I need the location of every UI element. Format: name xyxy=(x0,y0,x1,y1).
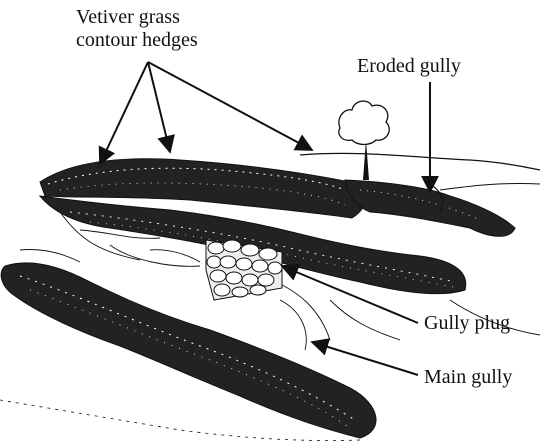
arrow-hedge-3 xyxy=(148,62,312,150)
arrow-hedge-1 xyxy=(100,62,148,164)
label-eroded-gully: Eroded gully xyxy=(357,55,461,78)
back-hillside-right xyxy=(440,183,540,190)
label-vetiver-hedges-line2: contour hedges xyxy=(76,29,198,52)
lower-hedge xyxy=(1,263,376,438)
arrow-main-gully xyxy=(312,342,418,375)
gully-plug-stones xyxy=(206,240,282,300)
label-main-gully: Main gully xyxy=(424,366,512,389)
back-hillside xyxy=(300,153,540,170)
label-gully-plug: Gully plug xyxy=(424,312,510,335)
arrow-hedge-2 xyxy=(148,62,170,152)
label-vetiver-hedges-line1: Vetiver grass xyxy=(76,6,198,29)
tree-icon xyxy=(339,101,390,180)
label-vetiver-hedges: Vetiver grass contour hedges xyxy=(76,6,198,52)
